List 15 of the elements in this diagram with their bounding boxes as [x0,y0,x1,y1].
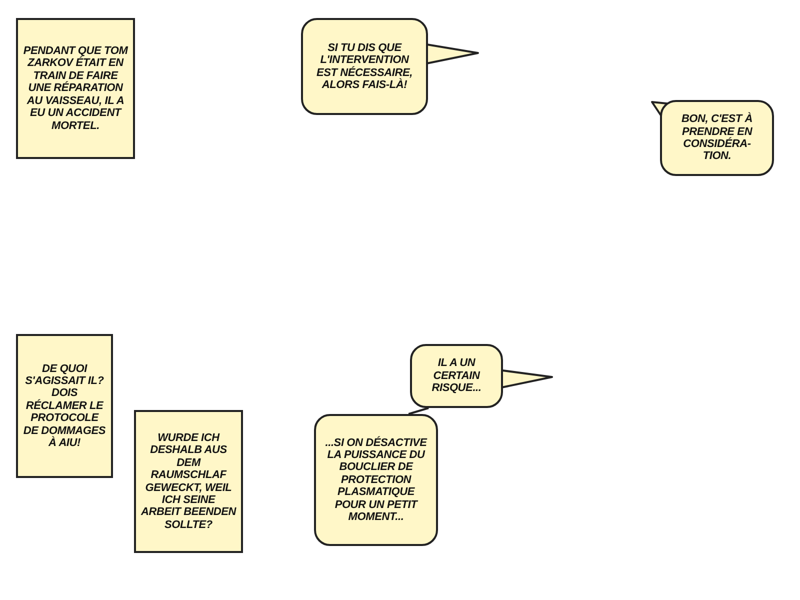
dialogue-text: SI TU DIS QUE L'INTERVENTION EST NÉCESSAIRE, ALORS FAIS-LÀ! [315,42,414,92]
speech-balloon [301,18,428,115]
caption-text: PENDANT QUE TOM ZARKOV ÉTAIT EN TRAIN DE FAIRE UNE RÉPARATION AU VAISSEAU, IL A EU UN ACCIDENT MORTEL. [23,45,128,132]
caption-box [16,18,135,159]
caption-box [16,334,113,478]
dialogue-text: ...SI ON DÉSACTIVE LA PUISSANCE DU BOUCLIER DE PROTECTION PLASMATIQUE POUR UN PETIT MOMENT... [324,436,428,524]
dialogue-text: BON, C'EST À PRENDRE EN CONSIDÉRA- TION. [680,113,754,163]
caption-text: WURDE ICH DESHALB AUS DEM RAUMSCHLAF GEWECKT, WEIL ICH SEINE ARBEIT BEENDEN SOLLTE? [141,432,236,532]
speech-balloon [660,100,774,176]
speech-balloon [410,344,503,408]
caption-box [134,410,243,553]
speech-balloon [314,414,438,546]
balloon-connector [408,407,429,415]
dialogue-text: IL A UN CERTAIN RISQUE... [430,357,482,395]
caption-text: DE QUOI S'AGISSAIT IL? DOIS RÉCLAMER LE PROTOCOLE DE DOMMAGES À AIU! [23,362,106,450]
